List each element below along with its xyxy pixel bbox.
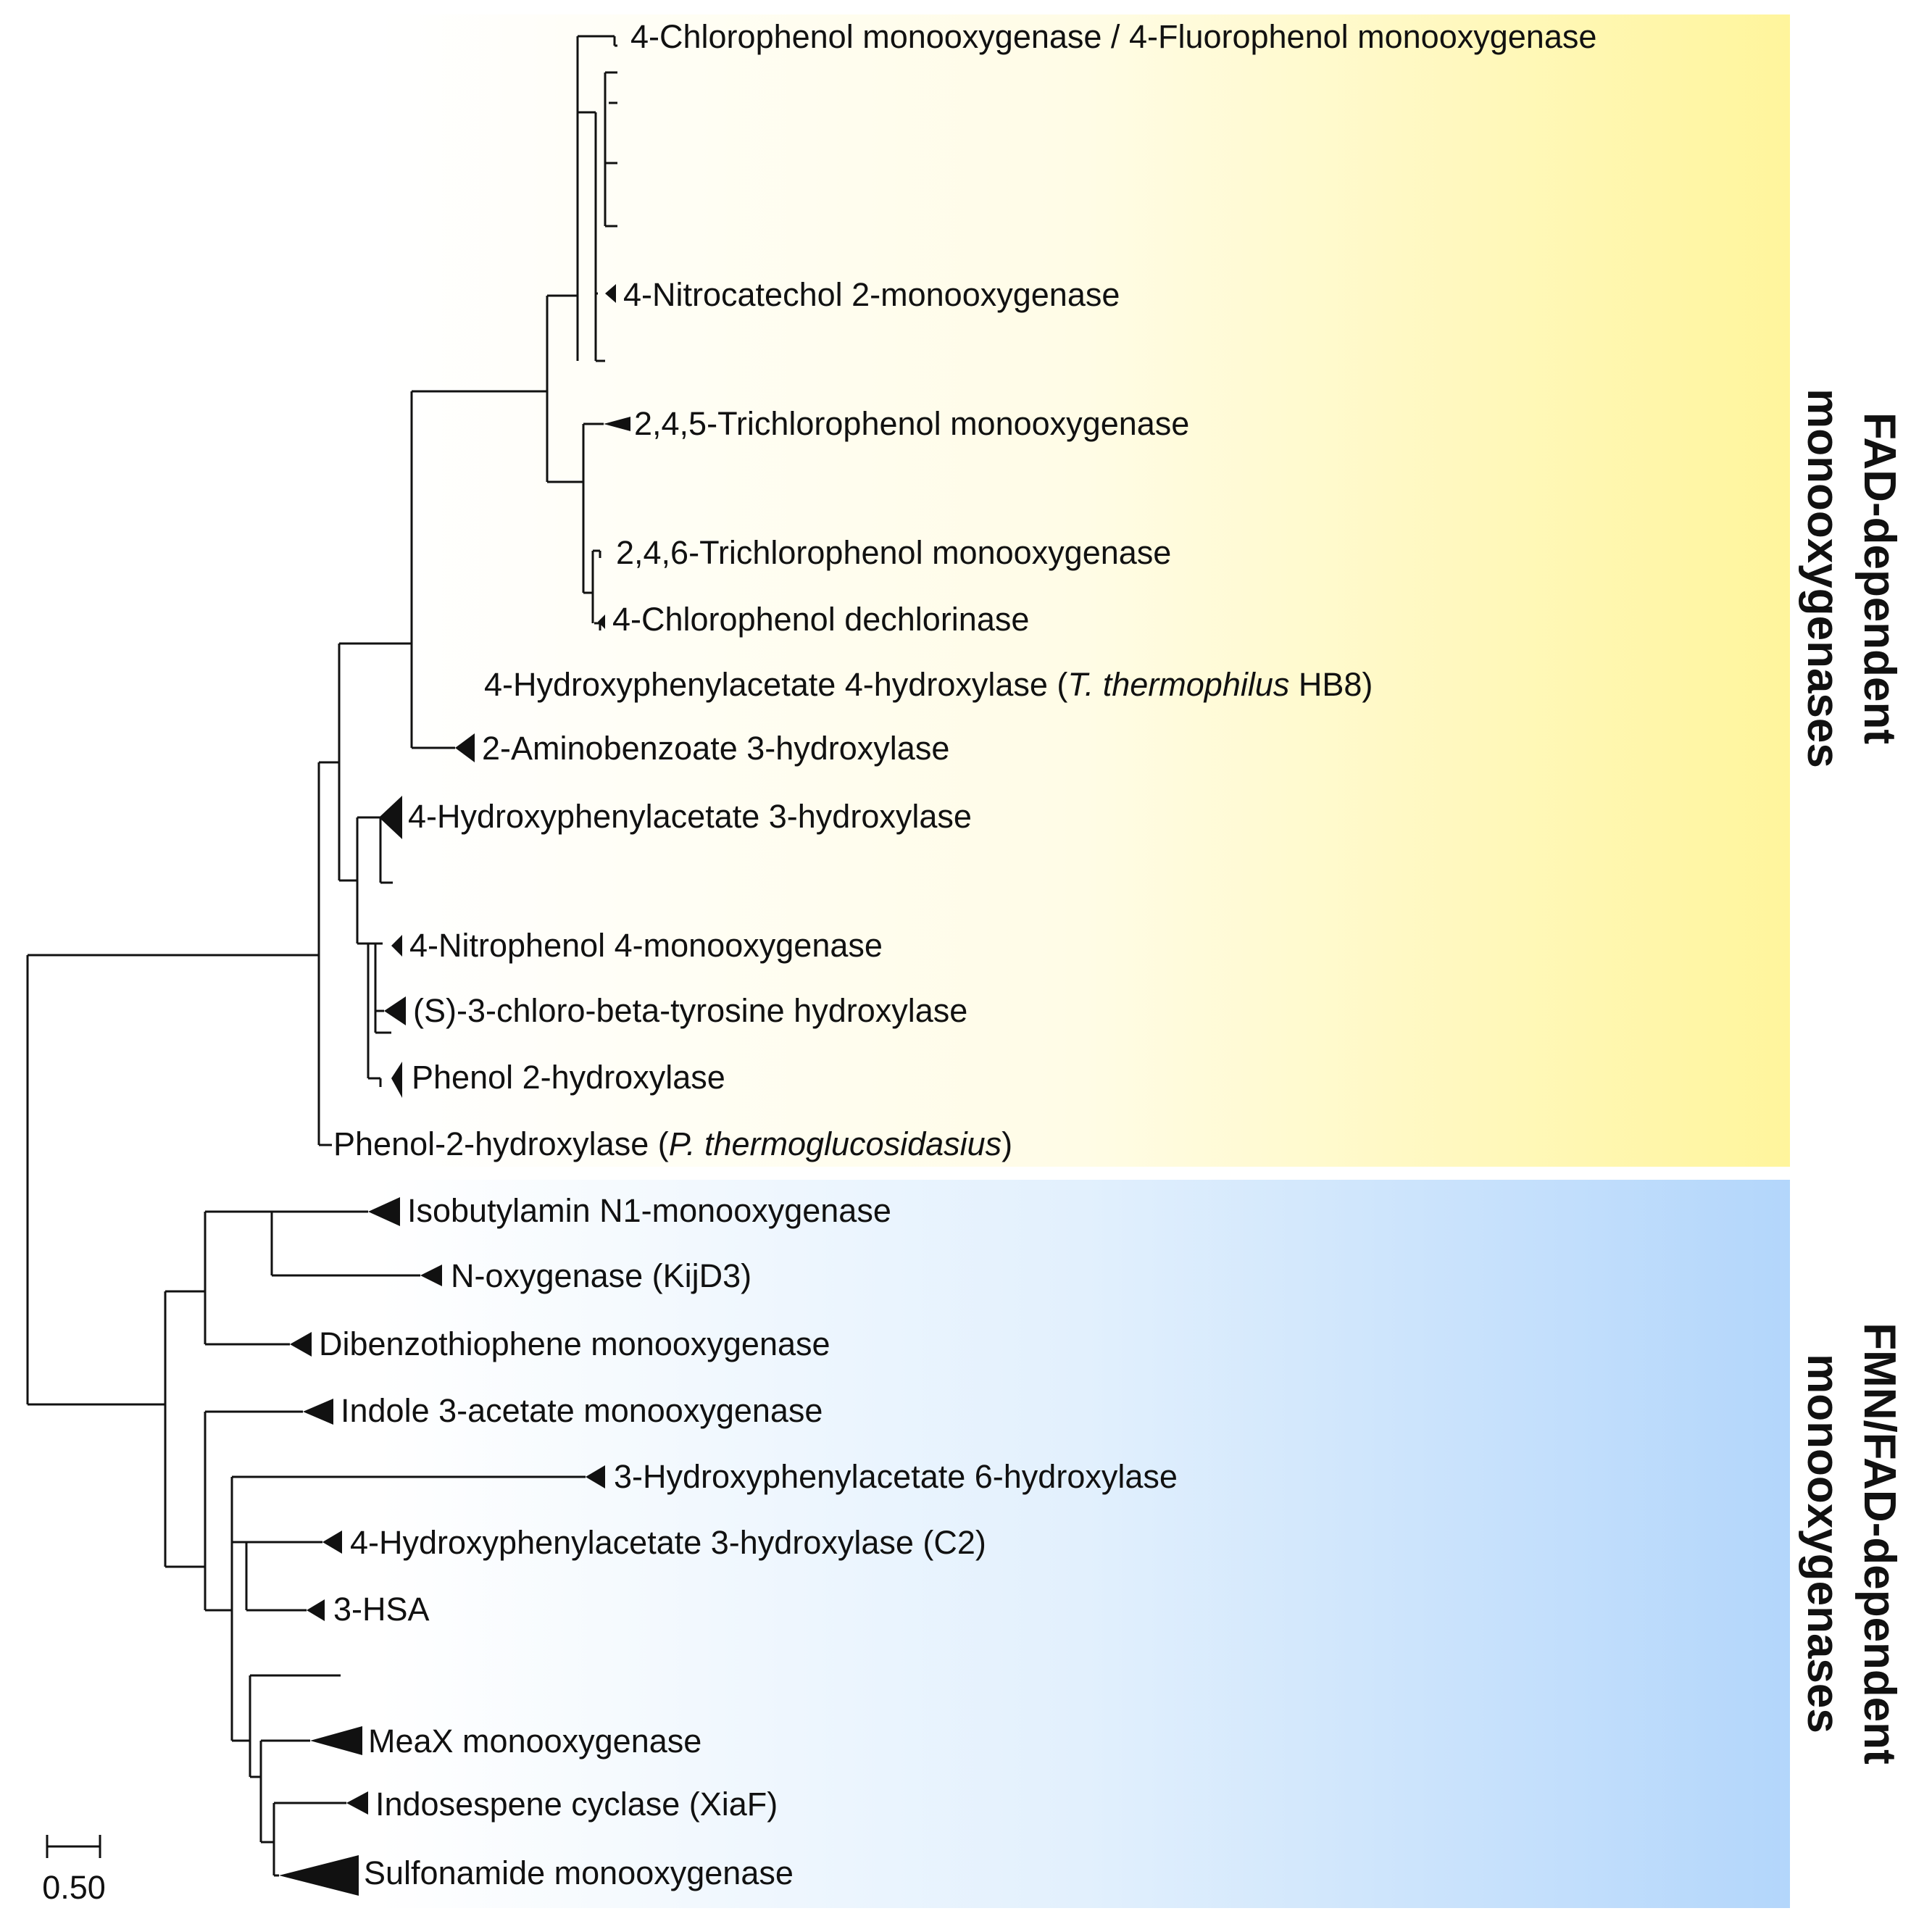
clade-triangle-nitrocatechol (605, 284, 616, 303)
clade-triangle-indole (303, 1399, 333, 1425)
clade-triangle-phenol2h (391, 1062, 402, 1098)
leaf-hpa4h-prefix: 4-Hydroxyphenylacetate 4-hydroxylase ( (484, 666, 1067, 703)
clade-triangle-sulfonamide (279, 1855, 359, 1896)
clade-triangle-hpa6h (586, 1465, 605, 1488)
clade-triangle-xiaf (346, 1791, 368, 1815)
leaf-phenol2h-suffix: ) (1002, 1125, 1012, 1162)
clade-triangle-tcp245 (604, 417, 630, 431)
leaf-sulfonamide: Sulfonamide monooxygenase (364, 1854, 794, 1891)
fmn-group-label: FMN/FAD-dependent monooxygenases (1798, 1323, 1904, 1765)
fad-label-line2: monooxygenases (1798, 388, 1848, 768)
fad-group-label: FAD-dependent monooxygenases (1798, 388, 1904, 768)
leaf-4-hpa-3-hydroxylase-c2: 4-Hydroxyphenylacetate 3-hydroxylase (C2… (350, 1524, 986, 1561)
fmn-label-line2: monooxygenases (1798, 1354, 1848, 1733)
leaf-4-nitrophenol: 4-Nitrophenol 4-monooxygenase (409, 927, 883, 964)
leaf-246-trichlorophenol: 2,4,6-Trichlorophenol monooxygenase (616, 534, 1171, 571)
leaf-labels: 4-Chlorophenol monooxygenase / 4-Fluorop… (319, 18, 1596, 1891)
leaf-indole-3-acetate: Indole 3-acetate monooxygenase (341, 1392, 823, 1429)
scale-bar-label: 0.50 (42, 1869, 106, 1906)
fad-label-line1: FAD-dependent (1854, 412, 1904, 744)
scale-bar (46, 1835, 101, 1858)
leaf-4-hpa-4-hydroxylase-thermophilus: 4-Hydroxyphenylacetate 4-hydroxylase (T.… (484, 666, 1373, 703)
leaf-phenol2h-species: P. thermoglucosidasius (669, 1125, 1002, 1162)
clade-triangle-meax (310, 1726, 362, 1755)
clade-triangle-isobutylamin (368, 1197, 400, 1226)
tree-branches (26, 35, 617, 1877)
fmn-label-line1: FMN/FAD-dependent (1854, 1323, 1904, 1765)
fmn-group-band (377, 1180, 1790, 1908)
leaf-xiaf: Indosespene cyclase (XiaF) (375, 1786, 778, 1823)
leaf-2-aminobenzoate: 2-Aminobenzoate 3-hydroxylase (482, 730, 949, 767)
clade-triangle-nitrophenol (391, 935, 402, 957)
clade-triangle-hsa (307, 1599, 325, 1621)
leaf-3-hsa: 3-HSA (333, 1591, 430, 1628)
clade-triangle-cp-dechlor (598, 615, 605, 629)
leaf-4-hpa-3-hydroxylase: 4-Hydroxyphenylacetate 3-hydroxylase (408, 798, 972, 835)
fad-group-band (377, 14, 1790, 1167)
leaf-phenol-2-hydroxylase-thermoglucosidasius: Phenol-2-hydroxylase (P. thermoglucosida… (333, 1125, 1012, 1162)
clade-triangle-noxygenase (420, 1265, 442, 1286)
leaf-meax: MeaX monooxygenase (368, 1723, 701, 1759)
leaf-245-trichlorophenol: 2,4,5-Trichlorophenol monooxygenase (634, 405, 1189, 442)
clade-triangle-hpa3h (379, 796, 402, 839)
collapsed-clades (279, 284, 630, 1896)
clade-triangle-chlorotyrosine (384, 996, 406, 1025)
leaf-3-hpa-6-hydroxylase: 3-Hydroxyphenylacetate 6-hydroxylase (614, 1458, 1178, 1495)
leaf-phenol-2-hydroxylase: Phenol 2-hydroxylase (412, 1059, 725, 1096)
leaf-4-nitrocatechol: 4-Nitrocatechol 2-monooxygenase (623, 276, 1120, 313)
leaf-hpa4h-species: T. thermophilus (1067, 666, 1289, 703)
leaf-isobutylamin: Isobutylamin N1-monooxygenase (407, 1192, 891, 1229)
leaf-n-oxygenase: N-oxygenase (KijD3) (451, 1257, 751, 1294)
clade-triangle-dibenzothiophene (290, 1332, 312, 1357)
clade-triangle-aminobenzoate (455, 733, 475, 762)
leaf-hpa4h-suffix: HB8) (1289, 666, 1373, 703)
leaf-chloro-beta-tyrosine: (S)-3-chloro-beta-tyrosine hydroxylase (413, 992, 967, 1029)
leaf-4-chlorophenol-monooxygenase: 4-Chlorophenol monooxygenase / 4-Fluorop… (630, 18, 1596, 55)
leaf-phenol2h-prefix: Phenol-2-hydroxylase ( (333, 1125, 669, 1162)
clade-triangle-hpa3h-c2 (322, 1531, 342, 1554)
leaf-4-chlorophenol-dechlorinase: 4-Chlorophenol dechlorinase (612, 601, 1029, 638)
leaf-dibenzothiophene: Dibenzothiophene monooxygenase (319, 1325, 830, 1362)
